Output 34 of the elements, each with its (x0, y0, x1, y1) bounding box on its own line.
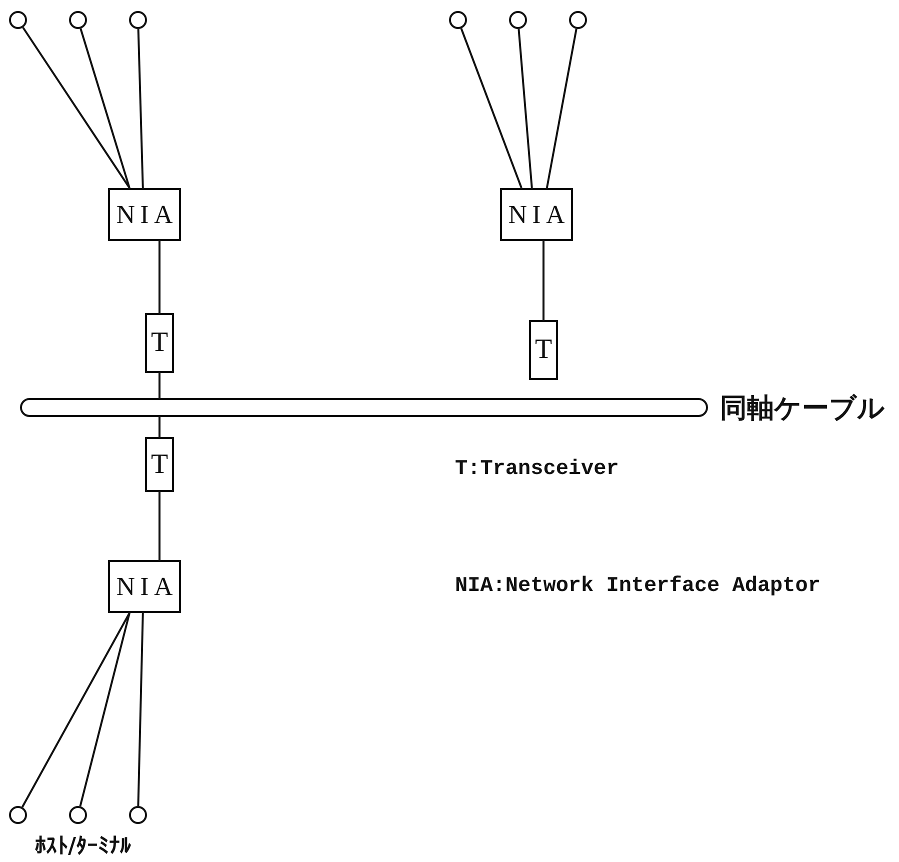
connection-line (460, 28, 522, 188)
connection-line (158, 241, 160, 313)
connection-line (21, 612, 130, 808)
cable-label: 同軸ケーブル (720, 392, 885, 426)
connection-line (518, 28, 533, 188)
terminal-circle (509, 11, 527, 29)
terminal-circle (9, 806, 27, 824)
connection-line (80, 28, 130, 188)
transceiver-box: T (145, 313, 174, 373)
cable-bar (20, 398, 708, 417)
terminal-circle (69, 11, 87, 29)
terminal-circle (569, 11, 587, 29)
connection-line (79, 612, 130, 807)
connection-line (546, 28, 578, 188)
connection-line (158, 417, 160, 437)
terminal-circle (129, 806, 147, 824)
terminal-caption: ﾎｽﾄ/ﾀｰﾐﾅﾙ (35, 834, 132, 859)
transceiver-box: T (145, 437, 174, 492)
connection-line (158, 373, 160, 398)
adaptor-box: NIA (108, 188, 181, 241)
terminal-circle (449, 11, 467, 29)
adaptor-box: NIA (108, 560, 181, 613)
transceiver-box: T (529, 320, 558, 380)
adaptor-box: NIA (500, 188, 573, 241)
connection-line (137, 612, 144, 806)
terminal-circle (69, 806, 87, 824)
connection-line (542, 241, 544, 320)
connection-line (158, 492, 160, 560)
legend-text: NIA:Network Interface Adaptor (455, 575, 820, 598)
legend-text: T:Transceiver (455, 458, 619, 481)
terminal-circle (129, 11, 147, 29)
connection-line (137, 28, 144, 188)
connection-line (22, 26, 130, 189)
terminal-circle (9, 11, 27, 29)
